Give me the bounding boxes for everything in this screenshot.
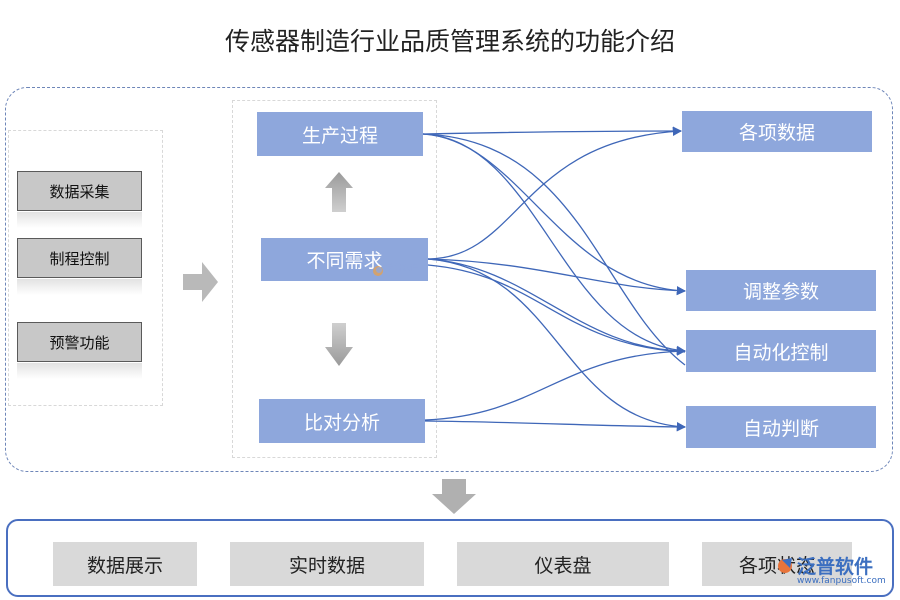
main-flow-container xyxy=(5,87,893,472)
center-watermark: 泛普软件 xyxy=(372,262,432,276)
realtime-data-label: 实时数据 xyxy=(288,554,365,577)
data-display-box: 数据展示 xyxy=(53,542,197,586)
watermark-text: 泛普软件 xyxy=(386,263,418,272)
left-panel xyxy=(8,130,163,406)
auto-judgment-label: 自动判断 xyxy=(742,417,819,440)
production-process-box: 生产过程 xyxy=(257,112,423,156)
warning-function-label: 预警功能 xyxy=(49,333,110,352)
watermark-logo-icon xyxy=(373,266,383,276)
adjust-parameters-box: 调整参数 xyxy=(686,270,876,311)
various-data-box: 各项数据 xyxy=(682,111,872,152)
production-process-label: 生产过程 xyxy=(301,124,378,147)
warning-function-box: 预警功能 xyxy=(17,322,142,379)
down-main-arrow xyxy=(432,479,476,514)
brand-logo: 泛普软件 www.fanpusoft.com xyxy=(775,550,895,596)
status-label: 各项状态 xyxy=(738,554,815,577)
process-control-box: 制程控制 xyxy=(17,238,142,295)
different-needs-label: 不同需求 xyxy=(306,250,383,272)
realtime-data-box: 实时数据 xyxy=(230,542,424,586)
data-display-label: 数据展示 xyxy=(86,554,163,577)
brand-url: www.fanpusoft.com xyxy=(797,576,886,586)
automation-control-label: 自动化控制 xyxy=(733,341,829,364)
different-needs-box: 不同需求 xyxy=(261,238,428,281)
status-box: 各项状态 xyxy=(702,542,852,586)
data-collection-box: 数据采集 xyxy=(17,171,142,228)
dashboard-label: 仪表盘 xyxy=(534,554,592,577)
data-collection-label: 数据采集 xyxy=(49,182,110,201)
adjust-parameters-label: 调整参数 xyxy=(742,281,819,303)
dashboard-box: 仪表盘 xyxy=(457,542,669,586)
brand-logo-icon xyxy=(778,558,792,573)
brand-name: 泛普软件 xyxy=(797,556,874,578)
various-data-label: 各项数据 xyxy=(738,122,815,144)
comparison-analysis-label: 比对分析 xyxy=(303,411,380,434)
auto-judgment-box: 自动判断 xyxy=(686,406,876,448)
process-control-label: 制程控制 xyxy=(49,249,110,268)
comparison-analysis-box: 比对分析 xyxy=(259,399,425,443)
page-title: 传感器制造行业品质管理系统的功能介绍 xyxy=(224,27,675,56)
bottom-container xyxy=(6,519,894,597)
automation-control-box: 自动化控制 xyxy=(686,330,876,372)
